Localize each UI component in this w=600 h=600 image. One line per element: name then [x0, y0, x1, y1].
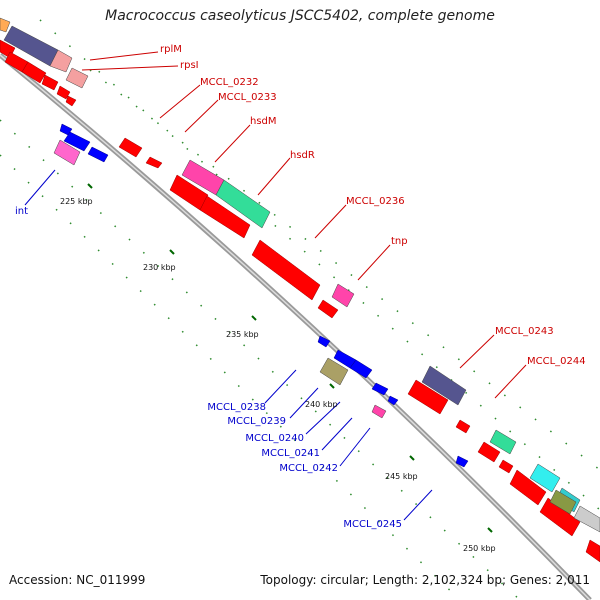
gene-label: hsdM [250, 116, 277, 127]
gene-cds-forward [455, 419, 471, 434]
reverse-gene-labels: int MCCL_0238 MCCL_0239 MCCL_0240 MCCL_0… [15, 206, 402, 530]
gene-block [371, 404, 387, 419]
gene-block [573, 505, 600, 533]
gene-label: MCCL_0236 [346, 196, 405, 207]
gene-block [215, 179, 271, 229]
gene-label: rplM [160, 44, 182, 55]
gene-cds-forward [317, 299, 339, 319]
gene-cds-forward [145, 156, 163, 169]
scale-tick-label: 235 kbp [226, 330, 259, 339]
gene-label: MCCL_0240 [245, 433, 304, 444]
gene-label: MCCL_0245 [343, 519, 402, 530]
gene-label: tnp [391, 236, 408, 247]
gene-block [0, 17, 11, 33]
gene-cds-reverse [317, 335, 331, 348]
gene-cds-forward [477, 441, 501, 463]
gene-label: MCCL_0238 [207, 402, 266, 413]
gene-block [65, 67, 89, 89]
gene-label: MCCL_0243 [495, 326, 554, 337]
gene-label: MCCL_0241 [261, 448, 320, 459]
gene-cds-forward [199, 195, 251, 239]
gene-block [421, 365, 467, 406]
label-connectors [24, 51, 527, 521]
scale-tick-label: 225 kbp [60, 197, 93, 206]
gene-label: int [15, 206, 28, 217]
gene-block [319, 357, 349, 386]
gene-label: hsdR [290, 150, 315, 161]
dotted-guides [0, 19, 600, 600]
forward-gene-labels: rplM rpsI MCCL_0232 MCCL_0233 hsdM hsdR … [160, 44, 586, 367]
feature-blocks [0, 17, 600, 533]
gene-block [331, 283, 355, 308]
map-title: Macrococcus caseolyticus JSCC5402, compl… [105, 8, 495, 24]
gene-cds-forward [56, 85, 71, 100]
gene-label: MCCL_0242 [279, 463, 338, 474]
gene-cds-forward [498, 459, 514, 474]
gene-label: MCCL_0232 [200, 77, 259, 88]
gene-label: MCCL_0233 [218, 92, 277, 103]
gene-block [53, 139, 81, 166]
gene-cds-forward [21, 61, 47, 84]
scale-tick-label: 250 kbp [463, 544, 496, 553]
gene-block [489, 429, 517, 455]
gene-label: MCCL_0244 [527, 356, 586, 367]
gene-block [49, 49, 73, 73]
gene-label: MCCL_0239 [227, 416, 286, 427]
gene-cds-forward [585, 539, 600, 563]
scale-tick-marks [87, 183, 493, 533]
gene-cds-forward [41, 74, 59, 91]
gene-cds-forward [539, 497, 581, 537]
scale-tick-label: 240 kbp [305, 400, 338, 409]
gene-block [529, 463, 561, 493]
gene-cds-reverse [63, 131, 91, 152]
genome-summary: Topology: circular; Length: 2,102,324 bp… [260, 573, 590, 587]
gene-cds-reverse [349, 359, 373, 379]
reverse-strand-genes [59, 123, 469, 468]
gene-cds-reverse [87, 146, 109, 163]
gene-cds-reverse [387, 395, 399, 406]
gene-cds-forward [509, 469, 547, 506]
gene-cds-reverse [455, 455, 469, 468]
accession-text: Accession: NC_011999 [9, 573, 146, 587]
gene-cds-forward [118, 137, 143, 158]
gene-cds-forward [407, 379, 449, 415]
gene-label: rpsI [180, 60, 199, 71]
gene-cds-forward [251, 239, 321, 301]
gene-cds-reverse [371, 382, 389, 396]
forward-strand-genes [0, 39, 600, 563]
scale-tick-label: 230 kbp [143, 263, 176, 272]
scale-tick-labels: 225 kbp 230 kbp 235 kbp 240 kbp 245 kbp … [60, 197, 496, 553]
gene-block [549, 489, 577, 515]
scale-tick-label: 245 kbp [385, 472, 418, 481]
gene-cds-forward [65, 95, 77, 107]
